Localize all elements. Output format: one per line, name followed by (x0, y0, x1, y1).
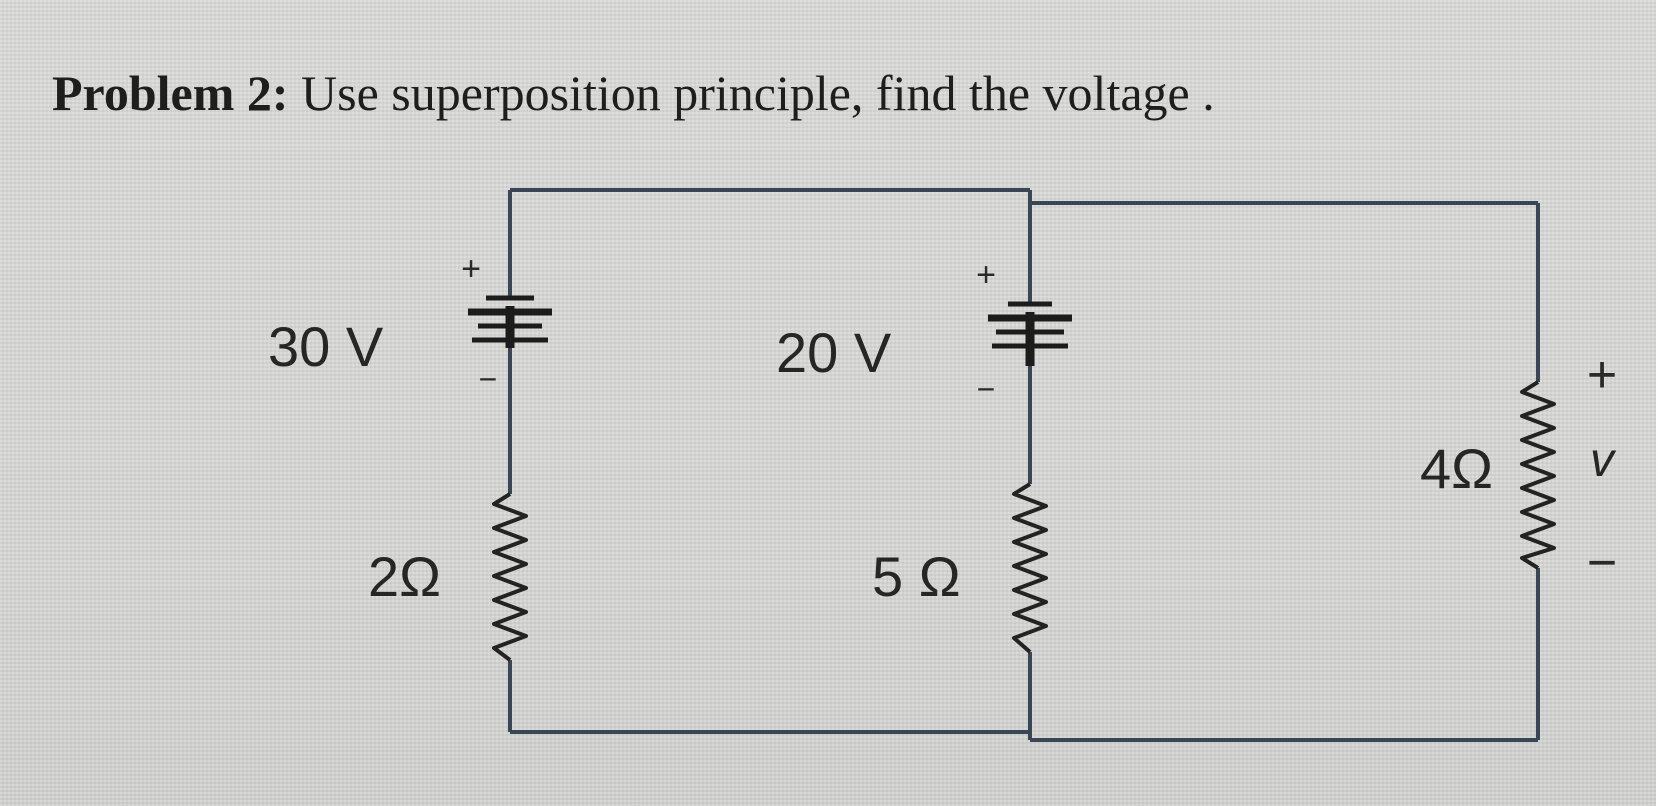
battery-20v-label: 20 V (776, 321, 892, 384)
battery-20v-minus: − (977, 371, 996, 407)
battery-20v-plus: + (976, 256, 996, 294)
circuit-wires (508, 188, 1540, 742)
resistor-4ohm-label: 4Ω (1420, 437, 1493, 500)
output-minus-sign: − (1587, 534, 1617, 592)
problem-statement: Problem 2: Use superposition principle, … (52, 68, 1215, 118)
resistor-5ohm-label: 5 Ω (872, 545, 961, 608)
output-plus-sign: + (1587, 346, 1617, 404)
problem-number: Problem 2: (52, 65, 289, 121)
output-voltage: + v − (1587, 346, 1617, 592)
resistor-5ohm-zigzag (1012, 482, 1048, 654)
resistor-5ohm: 5 Ω (872, 482, 1048, 654)
resistor-4ohm: 4Ω (1420, 380, 1556, 570)
output-voltage-symbol: v (1590, 434, 1617, 487)
battery-30v-minus: − (479, 361, 498, 397)
battery-30v-label: 30 V (268, 315, 384, 378)
battery-30v: + − 30 V (268, 250, 552, 397)
battery-20v: + − 20 V (776, 256, 1072, 407)
resistor-2ohm-label: 2Ω (368, 545, 441, 608)
resistor-2ohm: 2Ω (368, 492, 528, 662)
problem-text: Use superposition principle, find the vo… (301, 65, 1215, 121)
resistor-2ohm-zigzag (492, 492, 528, 662)
resistor-4ohm-zigzag (1520, 380, 1556, 570)
battery-30v-plus: + (461, 250, 481, 288)
